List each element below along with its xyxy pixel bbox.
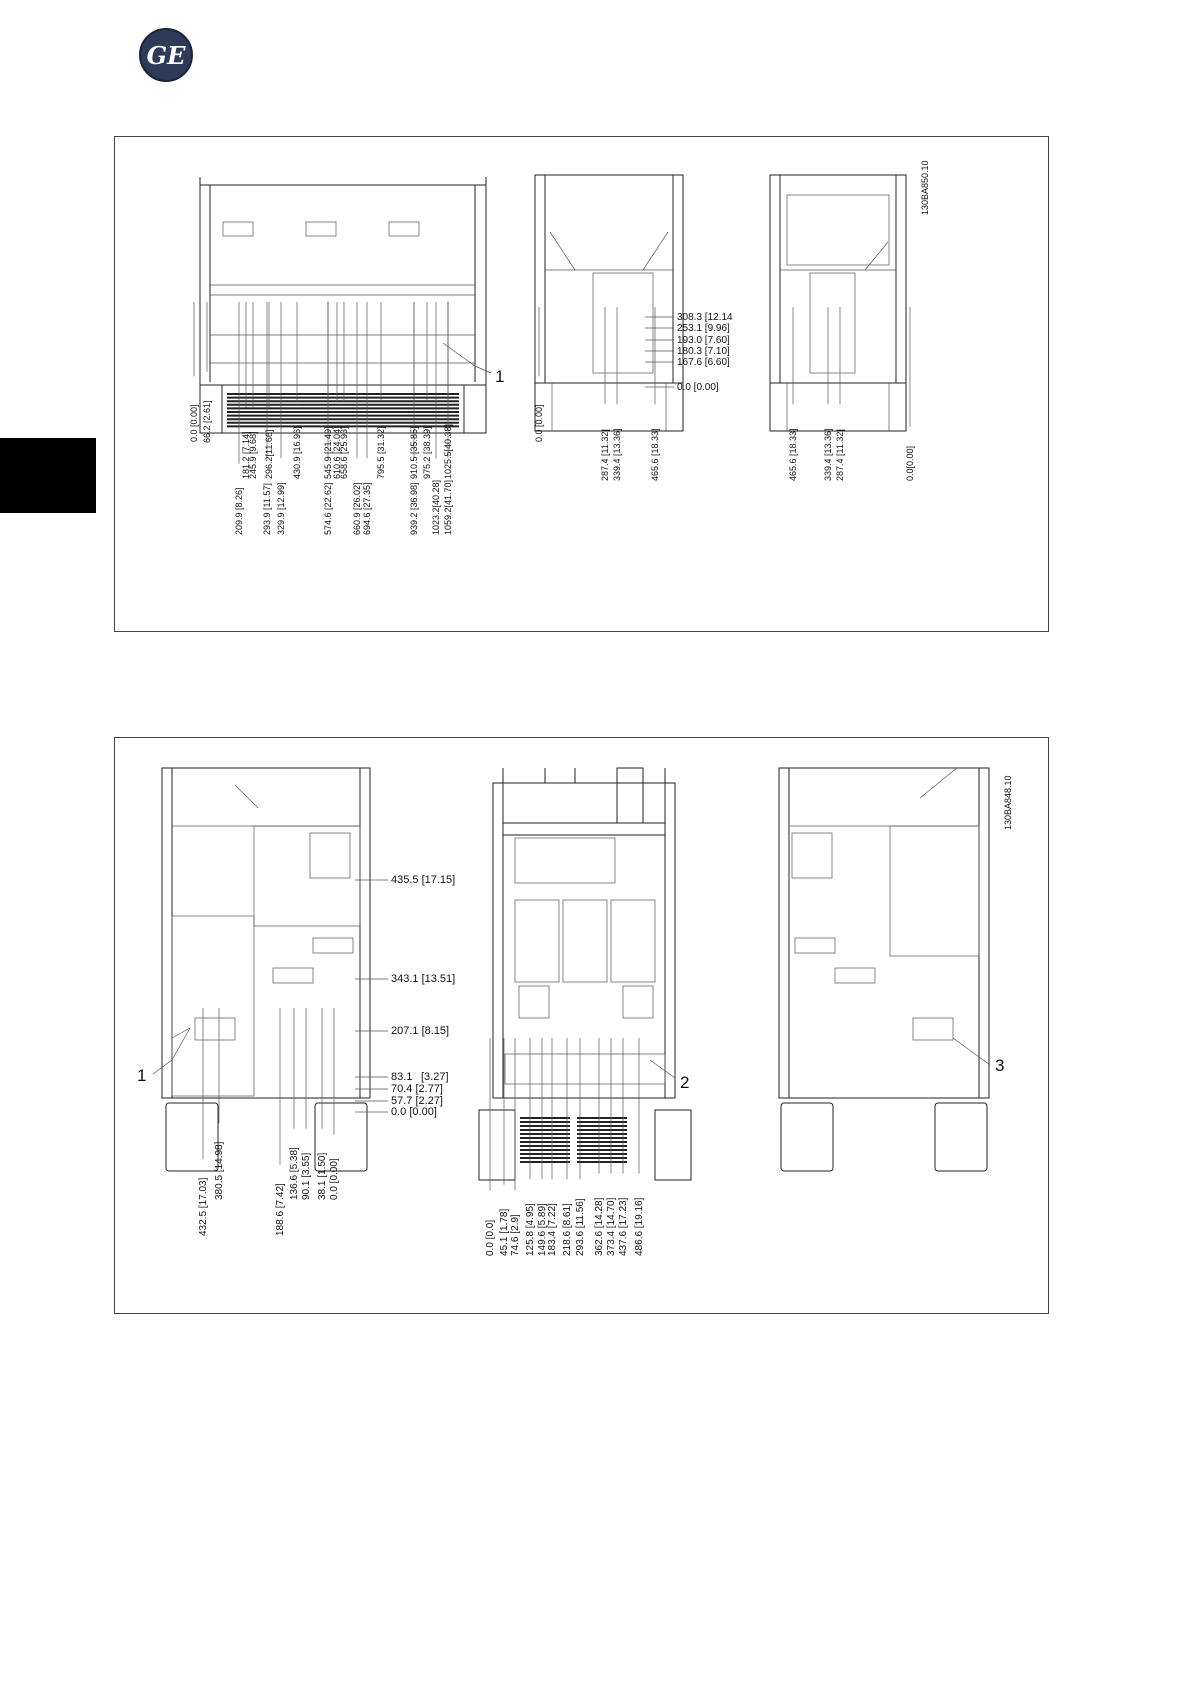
- height-label: 70.4 [2.77]: [391, 1083, 443, 1095]
- side-view: [534, 174, 684, 432]
- height-label: 343.1 [13.51]: [391, 973, 455, 985]
- rear-view: [769, 174, 907, 432]
- dimension-label: 293.9 [11.57]: [262, 483, 272, 535]
- dimension-label: 465.6 [18.33]: [650, 428, 660, 481]
- dimension-label: 287.4 [11.32]: [835, 429, 845, 481]
- dimension-label: 38.1 [1.50]: [317, 1153, 328, 1200]
- front-grill: [520, 1117, 627, 1163]
- height-label: 435.5 [17.15]: [391, 874, 455, 886]
- dimension-label: 188.6 [7.42]: [275, 1183, 286, 1236]
- height-label: 0.0 [0.00]: [677, 382, 719, 393]
- height-label: 207.1 [8.15]: [391, 1025, 449, 1037]
- dimension-label: 0.0 [0.00]: [534, 404, 544, 442]
- front-grill: [227, 393, 459, 428]
- height-label: 180.3 [7.10]: [677, 346, 730, 357]
- height-label: 167.6 [6.60]: [677, 357, 730, 368]
- dimension-label: 0.0 [0.00]: [189, 404, 199, 442]
- dimension-label: 432.5 [17.03]: [198, 1177, 209, 1236]
- dimension-label: 380.5 [14.98]: [214, 1141, 225, 1200]
- dimension-label: 1023.2[40.28]: [431, 480, 441, 535]
- dimension-label: 362.6 [14.28]: [594, 1197, 605, 1256]
- dimension-label: 66.2 [2.61]: [202, 400, 212, 443]
- dimension-label: 245.9 [9.68]: [248, 431, 258, 479]
- dimension-label: 287.4 [11.32]: [600, 429, 610, 481]
- height-label: 0.0 [0.00]: [391, 1106, 437, 1118]
- front-view: 1: [199, 177, 504, 434]
- left-height-labels: 435.5 [17.15] 343.1 [13.51] 207.1 [8.15] 83…: [355, 874, 455, 1118]
- height-label: 83.1: [391, 1071, 412, 1083]
- dimension-label: 339.4 [13.36]: [823, 428, 833, 481]
- dimension-label: 45.1 [1.78]: [499, 1209, 510, 1256]
- dimension-label: 694.6 [27.35]: [362, 482, 372, 535]
- height-label: [3.27]: [421, 1071, 449, 1083]
- dimension-labels: 0.0 [0.00]66.2 [2.61]209.9 [8.26]181.2 […: [189, 302, 915, 535]
- callout-2: 2: [680, 1073, 689, 1092]
- dimension-label: 183.4 [7.22]: [547, 1203, 558, 1256]
- dimension-labels: 432.5 [17.03] 380.5 [14.98] 188.6 [7.42]13…: [198, 1008, 645, 1256]
- dimension-label: 545.9 [21.49]: [323, 426, 333, 479]
- front-view: 2: [478, 767, 692, 1181]
- callout-1: 1: [495, 367, 504, 386]
- dimension-label: 437.6 [17.23]: [618, 1197, 629, 1256]
- figure-id: 130BA850.10: [920, 160, 930, 215]
- right-view: 3: [778, 767, 1004, 1172]
- dimension-label: 293.6 [11.56]: [575, 1198, 586, 1256]
- figure-id: 130BA848.10: [1003, 775, 1013, 830]
- dimension-label: 339.4 [13.36]: [612, 428, 622, 481]
- left-view: 1: [137, 767, 371, 1172]
- height-label: 253.1 [9.96]: [677, 323, 730, 334]
- dimension-label: 795.5 [31.32]: [376, 426, 386, 479]
- section-tab: [0, 438, 96, 513]
- dimension-label: 0.0 [0.00]: [329, 1158, 340, 1200]
- height-label: 308.3 [12.14: [677, 312, 733, 323]
- dimension-label: 149.6 [5.89]: [537, 1203, 548, 1256]
- dimension-label: 939.2 [36.98]: [409, 482, 419, 535]
- dimension-label: 430.9 [16.96]: [292, 426, 302, 479]
- dimension-label: 658.6 [25.93]: [339, 426, 349, 479]
- dimension-label: 610.6 [24.04]: [332, 426, 342, 479]
- ge-logo-icon: GE: [139, 28, 193, 82]
- dimension-label: 329.9 [12.99]: [276, 482, 286, 535]
- dimension-label: 125.8 [4.95]: [525, 1203, 536, 1256]
- callout-3: 3: [995, 1056, 1004, 1075]
- dimension-label: 218.6 [8.61]: [562, 1203, 573, 1256]
- dimension-label: 574.6 [22.62]: [323, 482, 333, 535]
- dimension-label: 486.6 [19.16]: [634, 1197, 645, 1256]
- dimension-label: 0.0 [0.0]: [485, 1220, 496, 1256]
- height-label: 193.0 [7.60]: [677, 335, 730, 346]
- height-label: 57.7 [2.27]: [391, 1095, 443, 1107]
- dimension-label: 181.2 [7.14]: [241, 431, 251, 479]
- dimension-label: 74.6 [2.9]: [510, 1214, 521, 1256]
- bottom-figure: 1 435.5 [17.15] 343.1 [13.51] 207.1 [8.15]…: [114, 737, 1049, 1314]
- dimension-label: 1059.2[41.70]: [443, 480, 453, 535]
- bottom-drawing: 1 435.5 [17.15] 343.1 [13.51] 207.1 [8.15]…: [137, 767, 1013, 1256]
- dimension-label: 136.6 [5.38]: [289, 1147, 300, 1200]
- dimension-label: 373.4 [14.70]: [606, 1197, 617, 1256]
- callout-1: 1: [137, 1066, 146, 1085]
- dimension-label: 296.2[11.66]: [264, 430, 274, 479]
- dimension-label: 209.9 [8.26]: [234, 487, 244, 535]
- dimension-label: 910.5 [35.85]: [409, 426, 419, 479]
- dimension-label: 465.6 [18.33]: [788, 428, 798, 481]
- dimension-label: 90.1 [3.55]: [301, 1153, 312, 1200]
- logo-text: GE: [146, 40, 186, 70]
- dimension-label: 0.0[0.00]: [905, 446, 915, 481]
- dimension-label: 660.9 [26.02]: [352, 482, 362, 535]
- dimension-label: 975.2 [38.39]: [422, 426, 432, 479]
